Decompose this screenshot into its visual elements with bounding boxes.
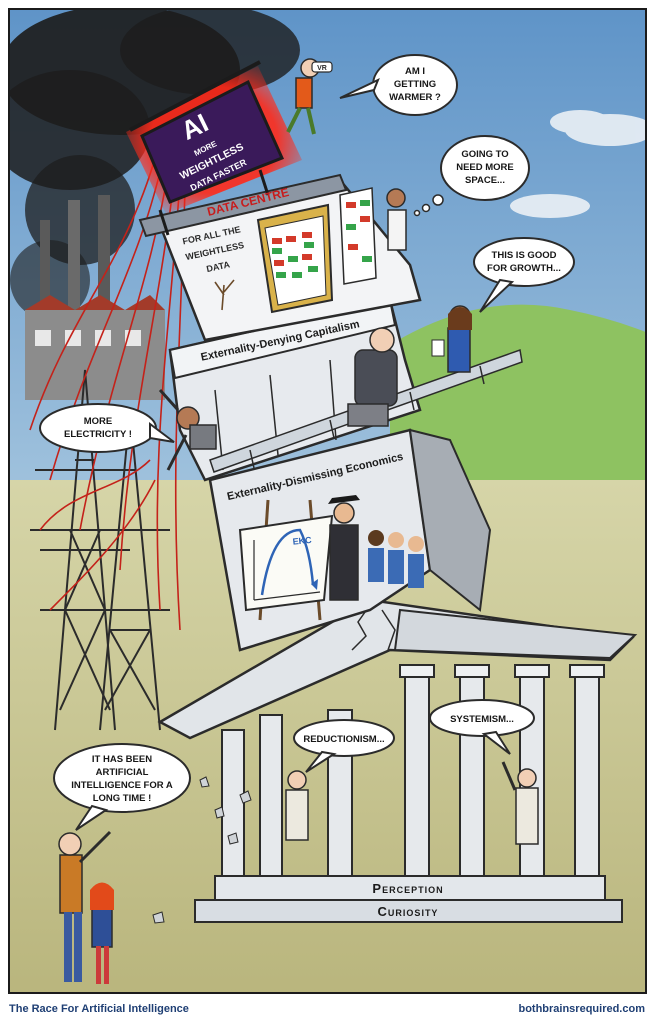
businessman <box>347 327 398 427</box>
column-capitals <box>399 664 605 678</box>
bubble-systemism-text: SYSTEMISM... <box>450 714 514 725</box>
bubble-growth-line-1: THIS IS GOOD <box>492 250 557 261</box>
bubble-warmer-line-3: WARMER ? <box>389 92 441 103</box>
ekc-label: EKC <box>292 535 312 547</box>
speech-bubble-electricity: MORE ELECTRICITY ! <box>39 403 175 453</box>
dead-tree <box>214 279 235 311</box>
bubble-reductionism-text: REDUCTIONISM... <box>303 734 384 745</box>
speech-bubble-long-time: IT HAS BEEN ARTIFICIAL INTELLIGENCE FOR A L… <box>53 743 191 831</box>
thought-bubble-space: GOING TO NEED MORE SPACE... <box>413 135 530 217</box>
perception-sign: Perception <box>372 881 443 896</box>
bubble-warmer-line-1: AM I <box>405 66 425 77</box>
bubble-space-line-2: NEED MORE <box>456 162 514 173</box>
bubble-electricity-line-2: ELECTRICITY ! <box>64 429 132 440</box>
footer-comic-title: The Race For Artificial Intelligence <box>9 1003 189 1015</box>
professor-and-students <box>328 495 424 601</box>
bubble-electricity-line-1: MORE <box>84 416 113 427</box>
bubble-space-line-1: GOING TO <box>461 149 508 160</box>
bubble-long-time-line-3: INTELLIGENCE FOR A <box>71 780 173 791</box>
data-centre-line-3: DATA <box>206 259 232 274</box>
ai-billboard <box>126 60 302 236</box>
speech-bubble-warmer: AM I GETTING WARMER ? <box>339 54 458 116</box>
comic-panel: AM I GETTING WARMER ? GOING TO NEED MORE SPA… <box>8 8 647 994</box>
vr-headset-label: VR <box>317 65 327 72</box>
bubble-long-time-line-4: LONG TIME ! <box>93 793 152 804</box>
man-and-child <box>58 830 114 984</box>
svg-text:SYSTEMISM...: SYSTEMISM... <box>450 714 514 725</box>
speech-bubble-growth: THIS IS GOOD FOR GROWTH... <box>473 237 575 313</box>
roman-thinker-left <box>285 770 309 841</box>
clouds <box>510 110 645 218</box>
bubble-long-time-line-1: IT HAS BEEN <box>92 754 152 765</box>
footer-site-link[interactable]: bothbrainsrequired.com <box>518 1003 645 1015</box>
speech-bubble-systemism: SYSTEMISM... <box>429 699 535 755</box>
ekc-label-group: EKC <box>292 535 312 547</box>
vr-climber <box>286 58 333 135</box>
bubble-growth-line-2: FOR GROWTH... <box>487 263 561 274</box>
temple-base <box>194 875 623 923</box>
svg-text:REDUCTIONISM...: REDUCTIONISM... <box>303 734 384 745</box>
falling-rubble <box>152 776 252 924</box>
worker-hanging <box>158 388 217 471</box>
curiosity-sign: Curiosity <box>378 904 439 919</box>
technician <box>386 188 407 251</box>
temple-cracks <box>351 604 396 651</box>
factory <box>25 195 165 400</box>
speech-bubble-reductionism: REDUCTIONISM... <box>293 719 395 773</box>
comic-scene: AM I GETTING WARMER ? GOING TO NEED MORE SPA… <box>10 10 645 992</box>
server-racks <box>256 187 377 314</box>
bubble-space-line-3: SPACE... <box>465 175 505 186</box>
bubble-long-time-line-2: ARTIFICIAL <box>96 767 149 778</box>
ekc-chart-easel <box>238 499 334 621</box>
woman-with-clipboard <box>431 305 472 373</box>
roman-thinker-right <box>501 761 539 845</box>
bubble-warmer-line-2: GETTING <box>394 79 436 90</box>
